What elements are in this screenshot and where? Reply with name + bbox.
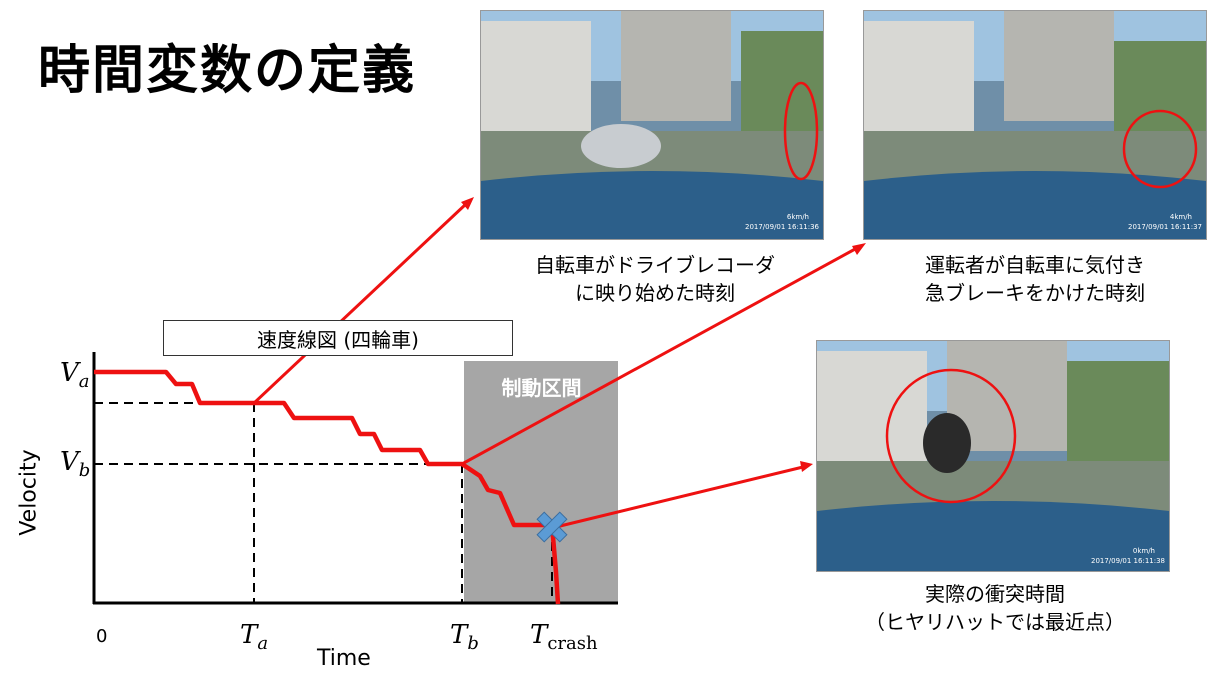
crash-marker xyxy=(536,511,568,543)
label-ta: Ta xyxy=(240,620,269,655)
caption-photo-3: 実際の衝突時間 （ヒヤリハットでは最近点） xyxy=(830,580,1160,636)
x-axis-label: Time xyxy=(317,646,371,671)
dashcam-image-2: 4km/h 2017/09/01 16:11:37 xyxy=(864,11,1206,239)
dashcam-photo-3: 0km/h 2017/09/01 16:11:38 xyxy=(816,340,1170,572)
caption-photo-2: 運転者が自転車に気付き 急ブレーキをかけた時刻 xyxy=(880,251,1190,307)
label-vb: Vb xyxy=(60,447,91,482)
caption-photo-3-line-2: （ヒヤリハットでは最近点） xyxy=(865,610,1125,634)
caption-photo-2-line-2: 急ブレーキをかけた時刻 xyxy=(925,281,1145,305)
dashcam-photo-1: 6km/h 2017/09/01 16:11:36 xyxy=(480,10,824,240)
label-tb: Tb xyxy=(450,620,479,655)
photo3-timestamp: 2017/09/01 16:11:38 xyxy=(1091,557,1165,565)
page-title: 時間変数の定義 xyxy=(38,41,417,101)
dashcam-photo-2: 4km/h 2017/09/01 16:11:37 xyxy=(863,10,1207,240)
arrows xyxy=(252,197,866,529)
braking-zone-label: 制動区間 xyxy=(501,376,582,400)
dashcam-image-1: 6km/h 2017/09/01 16:11:36 xyxy=(481,11,823,239)
photo2-timestamp: 2017/09/01 16:11:37 xyxy=(1128,223,1202,231)
guide-lines xyxy=(94,402,553,603)
caption-photo-1-line-2: に映り始めた時刻 xyxy=(575,281,735,305)
caption-photo-2-line-1: 運転者が自転車に気付き xyxy=(925,253,1145,277)
photo1-timestamp: 2017/09/01 16:11:36 xyxy=(745,223,820,231)
y-axis-label: Velocity xyxy=(16,449,42,536)
label-va: Va xyxy=(60,358,90,393)
velocity-curve xyxy=(94,369,561,605)
legend-box: 速度線図 (四輪車) xyxy=(163,320,513,356)
photo3-speed: 0km/h xyxy=(1133,547,1155,555)
photo2-speed: 4km/h xyxy=(1170,213,1192,221)
caption-photo-1: 自転車がドライブレコーダ に映り始めた時刻 xyxy=(500,251,810,307)
braking-zone xyxy=(464,361,618,602)
origin-label: 0 xyxy=(96,626,108,647)
caption-photo-3-line-1: 実際の衝突時間 xyxy=(925,582,1065,606)
dashcam-image-3: 0km/h 2017/09/01 16:11:38 xyxy=(817,341,1169,571)
label-tcrash: Tcrash xyxy=(530,620,598,655)
photo1-speed: 6km/h xyxy=(787,213,809,221)
caption-photo-1-line-1: 自転車がドライブレコーダ xyxy=(535,253,775,277)
